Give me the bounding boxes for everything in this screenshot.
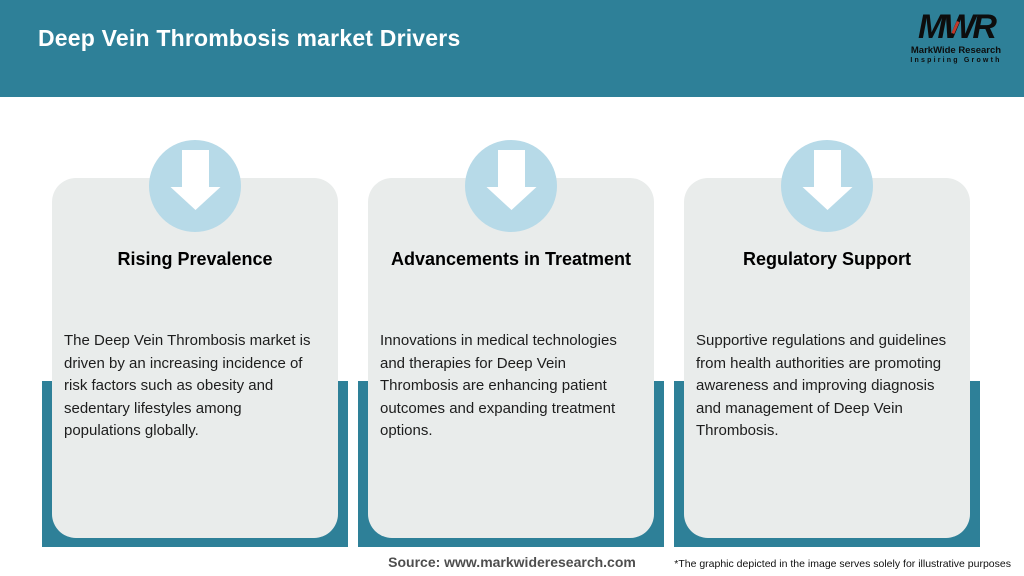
driver-card: Advancements in Treatment Innovations in…	[368, 178, 654, 538]
logo-company-name: MarkWide Research	[910, 45, 1002, 57]
markwide-research-logo: MWR MarkWide Research Inspiring Growth	[904, 10, 1008, 65]
arrow-circle	[465, 140, 557, 232]
arrow-circle	[149, 140, 241, 232]
card-title: Advancements in Treatment	[390, 249, 632, 269]
card-description: The Deep Vein Thrombosis market is drive…	[64, 332, 311, 439]
header-bar: Deep Vein Thrombosis market Drivers MWR …	[0, 0, 1024, 97]
card-description: Innovations in medical technologies and …	[380, 332, 617, 439]
page-title: Deep Vein Thrombosis market Drivers	[38, 25, 461, 51]
driver-card: Regulatory Support Supportive regulation…	[684, 178, 970, 538]
disclaimer-text: *The graphic depicted in the image serve…	[674, 558, 1011, 570]
logo-acronym: MWR	[918, 10, 997, 44]
driver-card: Rising Prevalence The Deep Vein Thrombos…	[52, 178, 338, 538]
source-line: Source: www.markwideresearch.com	[388, 554, 636, 570]
down-arrow-icon	[486, 150, 537, 210]
arrow-circle	[781, 140, 873, 232]
card-description: Supportive regulations and guidelines fr…	[696, 332, 947, 439]
card-title: Rising Prevalence	[117, 249, 273, 269]
logo-tagline: Inspiring Growth	[910, 57, 1002, 65]
down-arrow-icon	[170, 150, 221, 210]
card-title: Regulatory Support	[742, 249, 911, 269]
down-arrow-icon	[802, 150, 853, 210]
